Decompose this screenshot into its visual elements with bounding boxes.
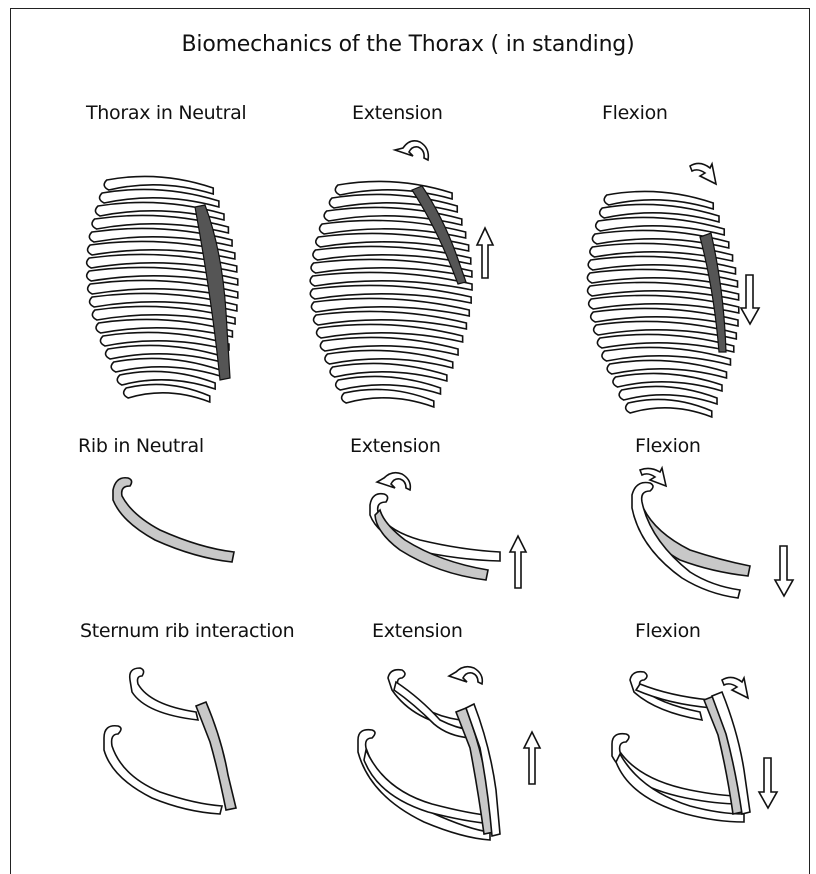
lower-rib-neutral: [104, 726, 222, 814]
sternum-neutral-bar: [196, 702, 236, 810]
sternum-extension-rotate-arrow-icon: [449, 667, 482, 684]
upper-rib-extension-a: [388, 670, 462, 728]
upper-rib-neutral: [130, 668, 198, 720]
upper-rib-extension-b: [394, 682, 470, 738]
sternum-extension-up-arrow-icon: [524, 732, 540, 784]
sternum-flexion-rotate-arrow-icon: [722, 677, 748, 698]
sternum-flexion-down-arrow-icon: [759, 758, 777, 808]
